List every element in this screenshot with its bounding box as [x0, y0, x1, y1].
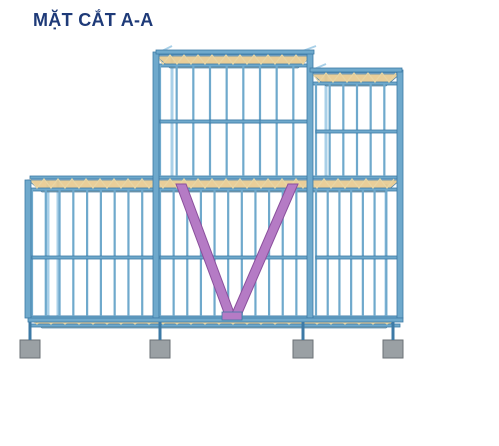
nogging-rail: [31, 255, 157, 260]
first-floor-truss-web: [29, 178, 395, 189]
concrete-footing: [19, 339, 41, 359]
left-diagonal-brace: [175, 183, 237, 319]
concrete-footing: [292, 339, 314, 359]
corner-post: [152, 51, 160, 319]
nogging-rail: [209, 119, 261, 124]
concrete-footing: [149, 339, 171, 359]
corner-post: [396, 69, 404, 319]
first-floor-truss-top-chord: [29, 175, 401, 180]
ground-floor-truss-bottom-chord: [29, 323, 401, 328]
right-diagonal-brace: [229, 183, 299, 319]
nogging-rail: [315, 129, 399, 134]
corner-post: [24, 179, 32, 319]
diagonal-brace: [175, 183, 299, 321]
ground-sill-plate: [27, 317, 404, 323]
right-roof-truss-web: [311, 72, 397, 83]
concrete-footings: [19, 322, 404, 359]
brace-gusset-plate: [221, 311, 243, 321]
nogging-rail: [159, 255, 311, 260]
concrete-footing: [382, 339, 404, 359]
upper-top-plate: [155, 49, 315, 55]
corner-posts: [24, 49, 404, 323]
nogging-rail: [315, 255, 399, 260]
section-title: MẶT CẮT A-A: [33, 10, 154, 30]
corner-post: [306, 51, 314, 319]
upper-floor-truss-web: [155, 54, 311, 65]
right-top-plate: [309, 67, 403, 73]
